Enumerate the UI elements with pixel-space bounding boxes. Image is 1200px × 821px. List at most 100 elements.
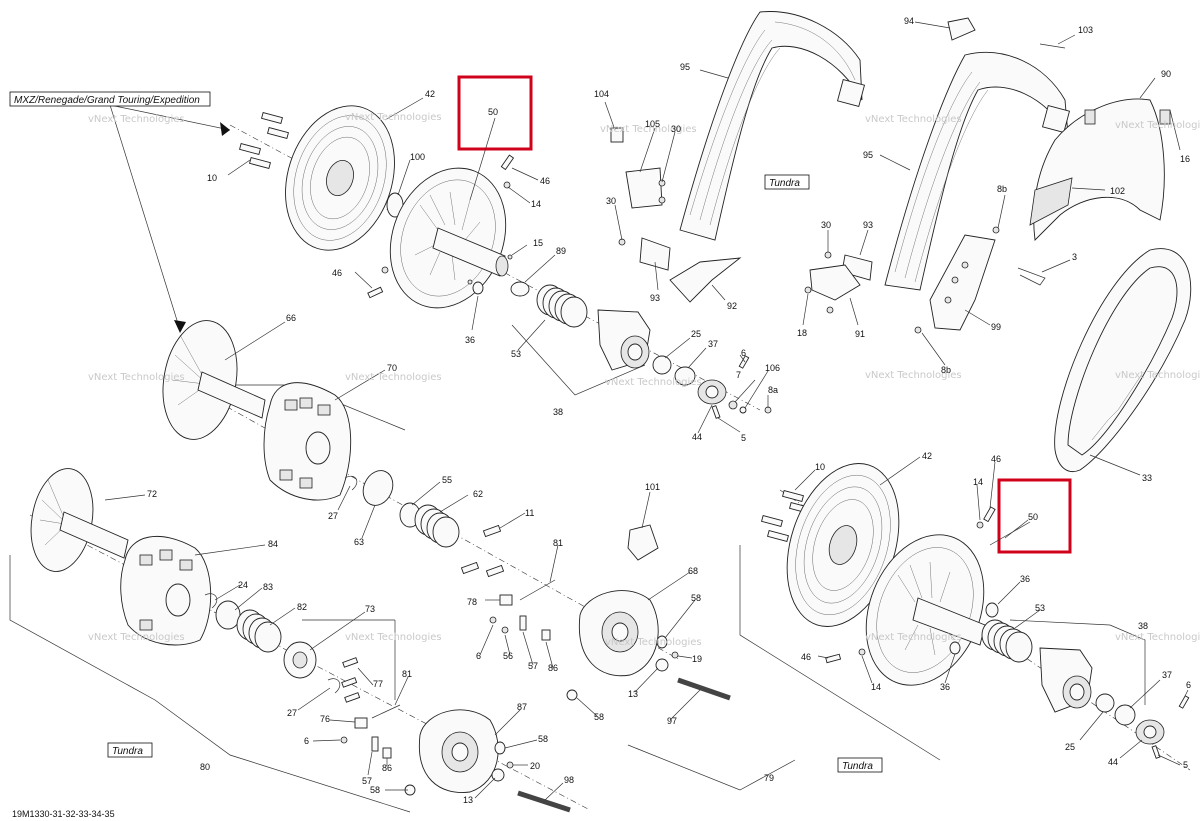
callout: 58 xyxy=(370,785,380,795)
watermark: vNext Technologies xyxy=(345,112,442,123)
callout: 77 xyxy=(373,679,383,689)
callout: 46 xyxy=(540,176,550,186)
callout: 62 xyxy=(473,489,483,499)
highlight-box-bottom xyxy=(997,478,1072,554)
fixed-sheave-42 xyxy=(285,105,395,251)
callout: 30 xyxy=(606,196,616,206)
fixed-sheave-42b xyxy=(786,463,900,627)
pin-57 xyxy=(519,615,527,631)
slider-36b xyxy=(985,602,999,618)
callout: 86 xyxy=(382,763,392,773)
callout: 63 xyxy=(354,537,364,547)
drive-pulley-lower xyxy=(29,468,591,813)
ring-58c xyxy=(494,741,506,755)
watermark: vNext Technologies xyxy=(345,372,442,383)
bolt-81b xyxy=(371,704,401,719)
callout: 25 xyxy=(691,329,701,339)
callout: 87 xyxy=(517,702,527,712)
callout: 46 xyxy=(991,454,1001,464)
callout: 36 xyxy=(940,682,950,692)
movable-sheave-50 xyxy=(389,167,509,309)
screw-20 xyxy=(506,761,514,769)
slider-36c xyxy=(949,641,961,655)
slider-36 xyxy=(472,281,484,295)
callout: 8b xyxy=(997,184,1007,194)
watermark: vNext Technologies xyxy=(865,114,962,125)
callout: 46 xyxy=(801,652,811,662)
ring-37b xyxy=(1114,704,1136,726)
ring-27b xyxy=(327,678,341,694)
fixed-sheave-66 xyxy=(162,320,266,440)
callout: 18 xyxy=(797,328,807,338)
callout: 53 xyxy=(511,349,521,359)
callout: 30 xyxy=(671,124,681,134)
bolt-98 xyxy=(517,790,571,813)
callout: 80 xyxy=(200,762,210,772)
callout: 92 xyxy=(727,301,737,311)
callout: 89 xyxy=(556,246,566,256)
ring-58b xyxy=(566,689,578,701)
callout: 56 xyxy=(503,651,513,661)
ring-83 xyxy=(215,600,241,630)
callout: 81 xyxy=(402,669,412,679)
tool-101 xyxy=(627,524,659,561)
spring-62 xyxy=(414,504,460,548)
callout: 81 xyxy=(553,538,563,548)
callout: 90 xyxy=(1161,69,1171,79)
callout: 50 xyxy=(488,107,498,117)
label-boxes: MXZ/Renegade/Grand Touring/Expedition Tu… xyxy=(9,91,883,819)
pin-57b xyxy=(371,736,379,752)
callout: 86 xyxy=(548,663,558,673)
watermark: vNext Technologies xyxy=(865,370,962,381)
drive-belt-33 xyxy=(1054,248,1192,472)
callout: 15 xyxy=(533,238,543,248)
watermark: vNext Technologies xyxy=(865,632,962,643)
tundra-label-left: Tundra xyxy=(112,746,143,757)
bushing-86b xyxy=(382,747,392,759)
watermark: vNext Technologies xyxy=(605,637,702,648)
callout: 57 xyxy=(362,776,372,786)
callout: 11 xyxy=(525,508,534,518)
callout: 99 xyxy=(991,322,1001,332)
spider-73 xyxy=(283,641,317,679)
callout: 13 xyxy=(463,795,473,805)
callout: 70 xyxy=(387,363,397,373)
callout: 105 xyxy=(645,119,660,129)
callout: 14 xyxy=(973,477,983,487)
driven-pulley-lower-right xyxy=(761,463,1191,771)
callout: 6 xyxy=(304,736,309,746)
cam-38 xyxy=(597,309,651,371)
callout: 5 xyxy=(741,433,746,443)
watermark: vNext Technologies xyxy=(1115,632,1200,643)
callout: 82 xyxy=(297,602,307,612)
tundra-label-top: Tundra xyxy=(769,178,800,189)
tundra-label-right: Tundra xyxy=(842,761,873,772)
callout: 37 xyxy=(1162,670,1172,680)
callout: 24 xyxy=(238,580,248,590)
callout: 42 xyxy=(425,89,435,99)
bolt-8b-lower xyxy=(914,326,922,334)
callout: 101 xyxy=(645,482,660,492)
bolt-46 xyxy=(500,154,515,171)
nut-14b xyxy=(976,521,984,529)
leader-lines xyxy=(104,21,1189,801)
spider-87 xyxy=(418,709,499,793)
callout: 8b xyxy=(941,365,951,375)
highlight-boxes xyxy=(457,75,1072,554)
callout: 16 xyxy=(1180,154,1190,164)
spring-53b xyxy=(981,619,1033,663)
ring-37 xyxy=(674,366,696,386)
spider-68 xyxy=(578,590,659,677)
callout: 94 xyxy=(904,16,914,26)
bolt-97 xyxy=(677,677,731,701)
callout: 6 xyxy=(741,348,746,358)
callout: 95 xyxy=(863,150,873,160)
callout: 25 xyxy=(1065,742,1075,752)
guard-90 xyxy=(1029,98,1171,241)
callout: 73 xyxy=(365,604,375,614)
callout: 53 xyxy=(1035,603,1045,613)
callout: 93 xyxy=(863,220,873,230)
callout: 50 xyxy=(1028,512,1038,522)
hub-44 xyxy=(697,379,727,405)
rod-103 xyxy=(1039,43,1066,49)
